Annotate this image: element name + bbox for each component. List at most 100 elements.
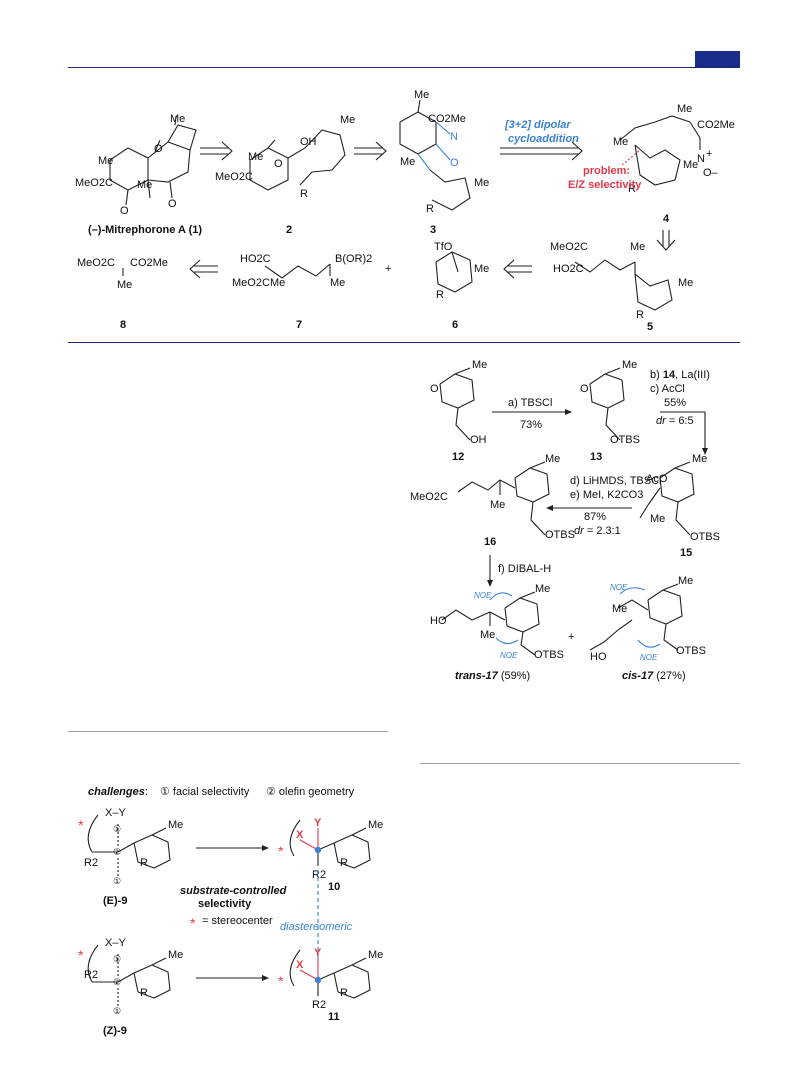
step-e: e) MeI, K2CO3 [570,489,643,501]
arrow-z9-head [262,975,269,981]
scheme1-retrosynthesis: Me O Me MeO2C O Me O (–)-Mitrephorone A … [75,89,735,333]
step-c: c) AcCl [650,383,685,395]
left-column-rule [68,731,388,732]
c11-x: X [296,959,304,971]
problem-line1: problem: [583,165,630,177]
arrow-bc [660,411,706,448]
substrate-line1: substrate-controlled [180,885,287,897]
c11-r: R [340,987,348,999]
c12-oh: OH [470,434,487,446]
step-b: b) 14, La(III) [650,369,710,381]
e9-c2: ② [113,847,121,857]
trans17-noe-bottom: NOE [500,651,518,660]
e9-xy: X–Y [105,807,126,819]
z9-star: * [78,947,84,963]
c2-me-top: Me [340,114,355,126]
c11-me: Me [368,949,383,961]
scheme1-bottom-rule [68,342,740,343]
e9-label: (E)-9 [103,895,127,907]
c4-plus: + [706,148,712,160]
compound-15-structure [639,461,695,536]
compound-16-label: 16 [484,536,496,548]
problem-line2: E/Z selectivity [568,179,642,191]
e9-c1-top: ① [113,824,121,834]
trans17-me: Me [480,629,495,641]
c4-me-top: Me [677,103,692,115]
c15-me: Me [692,453,707,465]
c10-r: R [340,857,348,869]
c11-y: Y [314,947,322,959]
c12-o: O [430,383,439,395]
c2-oh: OH [300,136,317,148]
dipolar-label-line2: cycloaddition [508,133,579,145]
arrow-f-head [487,580,493,587]
yield-de: 87% [584,511,606,523]
trans-17-structure [441,591,540,656]
c6-me: Me [474,263,489,275]
step-d: d) LiHMDS, TBSCl [570,475,661,487]
trans17-otbs: OTBS [534,649,564,661]
c7-me-right: Me [330,277,345,289]
c5-me: Me [630,241,645,253]
scheme2-plus: + [568,631,574,643]
retro-arrow-3 [500,141,583,161]
e9-star: * [78,817,84,833]
c15-me-bottom: Me [650,513,665,525]
compound-10-structure [289,819,371,869]
c1-me-top: Me [170,113,185,125]
compound-1-label: (–)-Mitrephorone A (1) [88,224,202,236]
c2-r: R [300,188,308,200]
z9-r: R [140,987,148,999]
cis17-noe-bottom: NOE [640,653,658,662]
c3-me-right: Me [474,177,489,189]
cis17-me: Me [612,603,627,615]
c10-y: Y [314,817,322,829]
yield-bc: 55% [664,397,686,409]
c1-o-right: O [168,198,177,210]
trans17-label: trans-17 (59%) [455,670,530,682]
challenges-line: challenges: [88,786,148,798]
compound-16-structure [457,461,550,536]
z9-label: (Z)-9 [103,1025,127,1037]
cis17-label: cis-17 (27%) [622,670,686,682]
compound-3-label: 3 [430,224,436,236]
c15-aco: AcO [646,473,668,485]
compound-15-label: 15 [680,547,692,559]
arrow-e9-head [262,845,269,851]
cis17-me-top: Me [678,575,693,587]
c2-meo2c: MeO2C [215,171,253,183]
substrate-line2: selectivity [198,898,252,910]
compound-11-structure [289,949,371,999]
c11-stereocenter-dot [314,976,322,984]
e9-r2: R2 [84,857,98,869]
header-rule [68,67,740,68]
compound-5-structure [574,259,673,311]
c8-co2me: CO2Me [130,257,168,269]
c5-me-right: Me [678,277,693,289]
compound-13-structure [589,367,625,441]
compound-10-label: 10 [328,881,340,893]
retro-arrow-4 [189,259,218,279]
yield-a: 73% [520,419,542,431]
c4-me-left: Me [613,136,628,148]
c3-r: R [426,203,434,215]
c10-x: X [296,829,304,841]
c16-otbs: OTBS [545,529,575,541]
c6-r: R [436,289,444,301]
c1-me-left: Me [98,155,113,167]
compound-8-label: 8 [120,319,126,331]
compound-7-label: 7 [296,319,302,331]
c7-bor2: B(OR)2 [335,253,372,265]
compound-11-label: 11 [328,1011,340,1023]
arrow-bc-head [702,448,708,455]
c16-meo2c: MeO2C [410,491,448,503]
c10-star: * [278,843,284,859]
c13-me: Me [622,359,637,371]
c16-me: Me [490,499,505,511]
arrow-de-head [546,505,553,511]
z9-c2: ② [113,977,121,987]
c2-o: O [274,158,283,170]
right-column-rule [420,763,740,764]
c3-me-left: Me [400,156,415,168]
compound-2-structure [249,129,346,191]
